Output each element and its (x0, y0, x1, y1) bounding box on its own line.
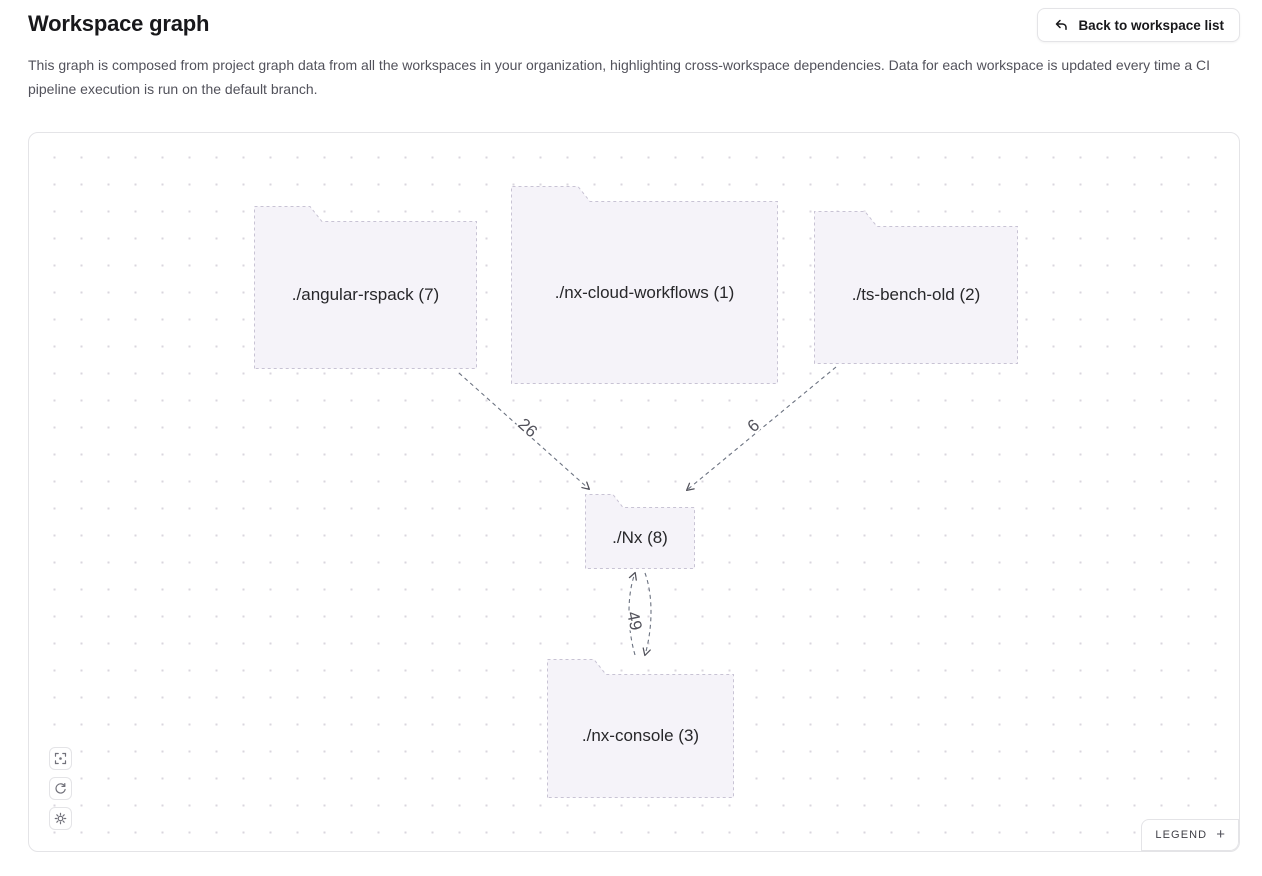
focus-button[interactable] (49, 747, 72, 770)
back-to-workspace-list-button[interactable]: Back to workspace list (1037, 8, 1240, 42)
graph-toolbar (49, 747, 72, 830)
edge-label-ts-bench-old-nx: 6 (744, 415, 763, 436)
node-nx[interactable]: ./Nx (8) (585, 494, 695, 569)
node-angular-rspack[interactable]: ./angular-rspack (7) (254, 206, 477, 369)
folder-shape (585, 494, 695, 569)
back-button-label: Back to workspace list (1078, 17, 1224, 33)
back-arrow-icon (1053, 17, 1069, 33)
edge-nx-console-to-nx (628, 571, 637, 656)
folder-shape (547, 659, 734, 798)
legend-label: LEGEND (1155, 828, 1208, 841)
node-label: ./nx-cloud-workflows (1) (554, 282, 735, 302)
plus-icon: + (1216, 826, 1225, 843)
folder-shape (814, 211, 1018, 364)
refresh-icon (54, 782, 67, 795)
focus-icon (54, 752, 67, 765)
edge-label-nx-nx-console: 49 (623, 610, 646, 632)
node-nx-console[interactable]: ./nx-console (3) (547, 659, 734, 798)
node-label: ./angular-rspack (7) (291, 285, 440, 304)
folder-shape (254, 206, 477, 369)
node-label: ./nx-console (3) (581, 726, 700, 745)
settings-button[interactable] (49, 807, 72, 830)
node-nx-cloud-workflows[interactable]: ./nx-cloud-workflows (1) (511, 186, 778, 384)
page-title: Workspace graph (28, 11, 210, 36)
legend-button[interactable]: LEGEND + (1141, 819, 1239, 851)
refresh-button[interactable] (49, 777, 72, 800)
edge-nx-to-nx-console (642, 572, 652, 657)
node-label: ./ts-bench-old (2) (851, 285, 981, 304)
node-label: ./Nx (8) (612, 528, 668, 547)
gear-icon (54, 812, 67, 825)
folder-shape (511, 186, 778, 384)
edge-ts-bench-old-to-nx (685, 366, 837, 491)
edge-label-angular-rspack-nx: 26 (514, 415, 541, 442)
node-ts-bench-old[interactable]: ./ts-bench-old (2) (814, 211, 1018, 364)
edge-angular-rspack-to-nx (458, 372, 591, 490)
page-description: This graph is composed from project grap… (28, 57, 1211, 97)
graph-canvas[interactable]: 26 6 49 ./angular-rspack (7) ./nx-cloud-… (28, 132, 1240, 852)
